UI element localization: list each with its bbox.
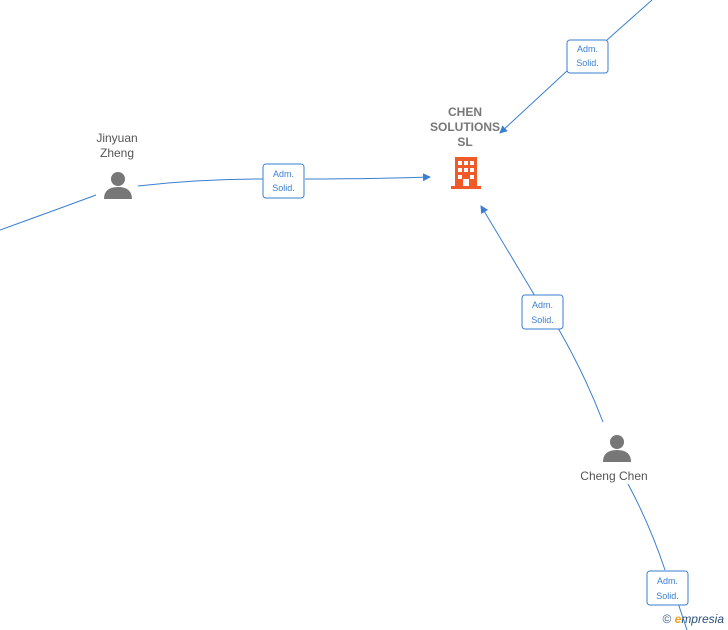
company-name-line2: SOLUTIONS [430, 120, 500, 134]
footer-brand: © empresia [662, 612, 724, 626]
edge-label-middle-line1: Adm. [532, 300, 553, 310]
copyright-symbol: © [662, 612, 672, 626]
brand-name: mpresia [681, 612, 724, 626]
edge-jinyuan-to-company [137, 177, 430, 187]
company-name-line1: CHEN [448, 105, 482, 119]
person-name-jinyuan-line1: Jinyuan [96, 131, 137, 145]
edge-top-to-company [500, 0, 653, 133]
edge-label-middle[interactable]: Adm. Solid. [521, 294, 564, 330]
edge-left-to-jinyuan [0, 194, 97, 231]
person-icon [603, 435, 631, 462]
edge-label-left-line1: Adm. [273, 169, 294, 179]
edge-label-bottom-line1: Adm. [657, 576, 678, 586]
person-node-cheng[interactable]: Cheng Chen [580, 435, 648, 483]
edge-bottom-to-cheng [627, 483, 688, 630]
edge-label-bottom-line2: Solid. [656, 591, 679, 601]
edge-label-bottom[interactable]: Adm. Solid. [646, 570, 689, 606]
edge-label-top-line1: Adm. [577, 44, 598, 54]
person-name-jinyuan-line2: Zheng [100, 146, 134, 160]
edge-label-top[interactable]: Adm. Solid. [566, 39, 609, 74]
edge-label-left-line2: Solid. [272, 183, 295, 193]
building-icon [451, 157, 481, 189]
company-name-line3: SL [457, 135, 472, 149]
edge-cheng-to-company [481, 206, 604, 423]
edge-label-left[interactable]: Adm. Solid. [262, 163, 305, 199]
edge-label-top-line2: Solid. [576, 58, 599, 68]
edge-label-middle-line2: Solid. [531, 315, 554, 325]
person-icon [104, 172, 132, 199]
brand-initial: e [674, 612, 682, 626]
person-name-cheng: Cheng Chen [580, 469, 647, 483]
person-node-jinyuan[interactable]: Jinyuan Zheng [96, 131, 138, 199]
company-node[interactable]: CHEN SOLUTIONS SL [430, 105, 500, 189]
